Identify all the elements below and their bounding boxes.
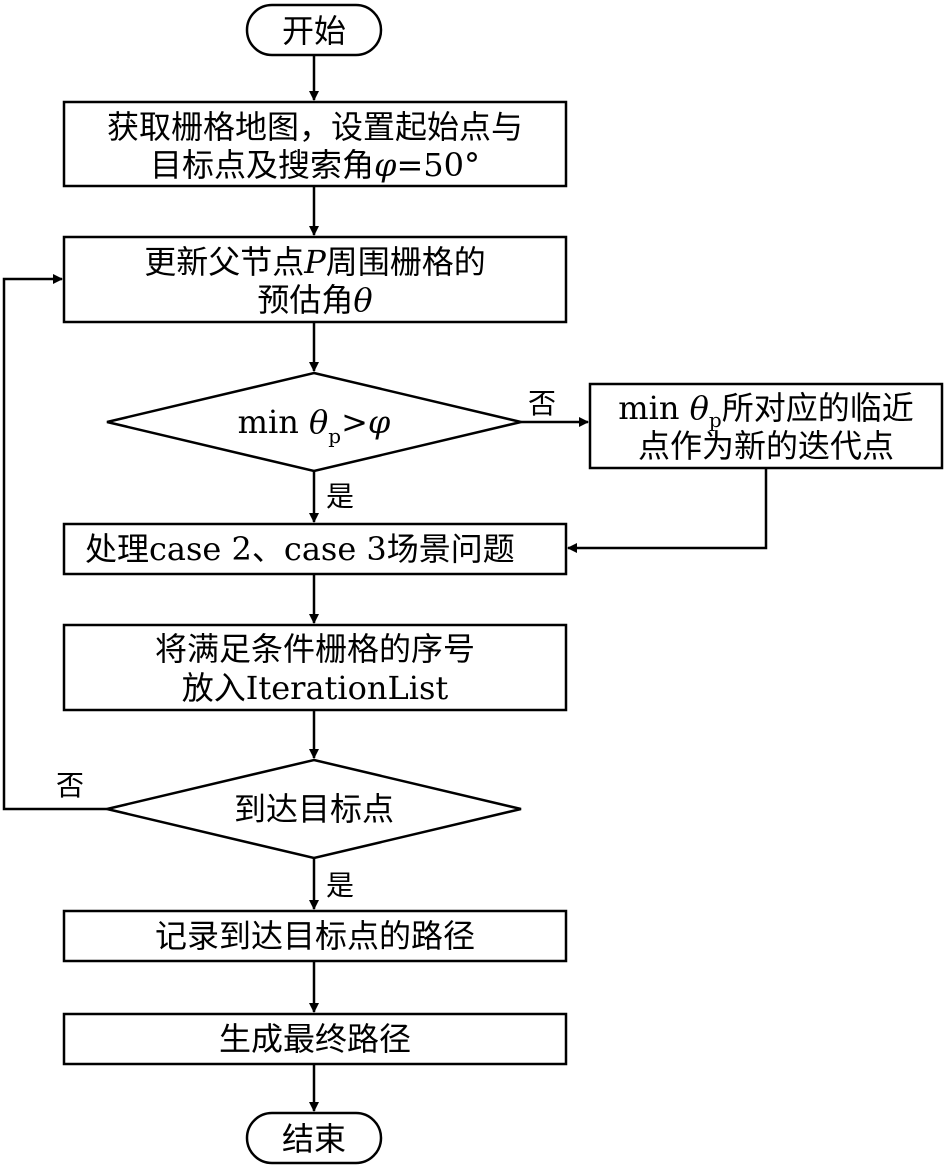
decision-reach-goal-label: 到达目标点	[234, 790, 394, 828]
decision-theta-label: min θp>φ	[238, 403, 391, 448]
update-line2: 预估角θ	[257, 281, 372, 319]
start-node: 开始	[245, 3, 383, 57]
put-list-line2: 放入IterationList	[182, 669, 449, 707]
edge-label-d2-yes: 是	[326, 869, 354, 902]
put-list-line1: 将满足条件栅格的序号	[155, 630, 475, 668]
update-line1: 更新父节点P周围栅格的	[144, 243, 486, 281]
get-map-line1: 获取栅格地图，设置起始点与	[107, 108, 523, 146]
get-map-line2: 目标点及搜索角φ=50°	[150, 146, 480, 184]
put-list-box: 将满足条件栅格的序号 放入IterationList	[62, 623, 568, 712]
arrow-side-to-process	[567, 468, 768, 553]
nearest-point-line2: 点作为新的迭代点	[638, 427, 894, 465]
end-label: 结束	[282, 1120, 346, 1158]
decision-theta: min θp>φ	[106, 371, 522, 473]
process-case-label: 处理case 2、case 3场景问题	[85, 530, 515, 568]
process-case-box: 处理case 2、case 3场景问题	[62, 522, 568, 576]
generate-path-label: 生成最终路径	[219, 1020, 411, 1058]
record-path-label: 记录到达目标点的路径	[155, 917, 475, 955]
nearest-point-line1: min θp所对应的临近	[618, 389, 913, 432]
arrow-decision2-no-loop	[2, 274, 107, 811]
get-map-box: 获取栅格地图，设置起始点与 目标点及搜索角φ=50°	[62, 100, 568, 188]
edge-label-d2-no: 否	[56, 769, 84, 802]
update-box: 更新父节点P周围栅格的 预估角θ	[62, 235, 568, 324]
generate-path-box: 生成最终路径	[62, 1012, 568, 1066]
edge-label-d1-yes: 是	[326, 480, 354, 513]
edge-label-d1-no: 否	[528, 387, 556, 420]
record-path-box: 记录到达目标点的路径	[62, 909, 568, 963]
nearest-point-box: min θp所对应的临近 点作为新的迭代点	[588, 382, 944, 470]
start-label: 开始	[282, 12, 346, 50]
end-node: 结束	[245, 1111, 383, 1165]
decision-reach-goal: 到达目标点	[106, 758, 522, 860]
